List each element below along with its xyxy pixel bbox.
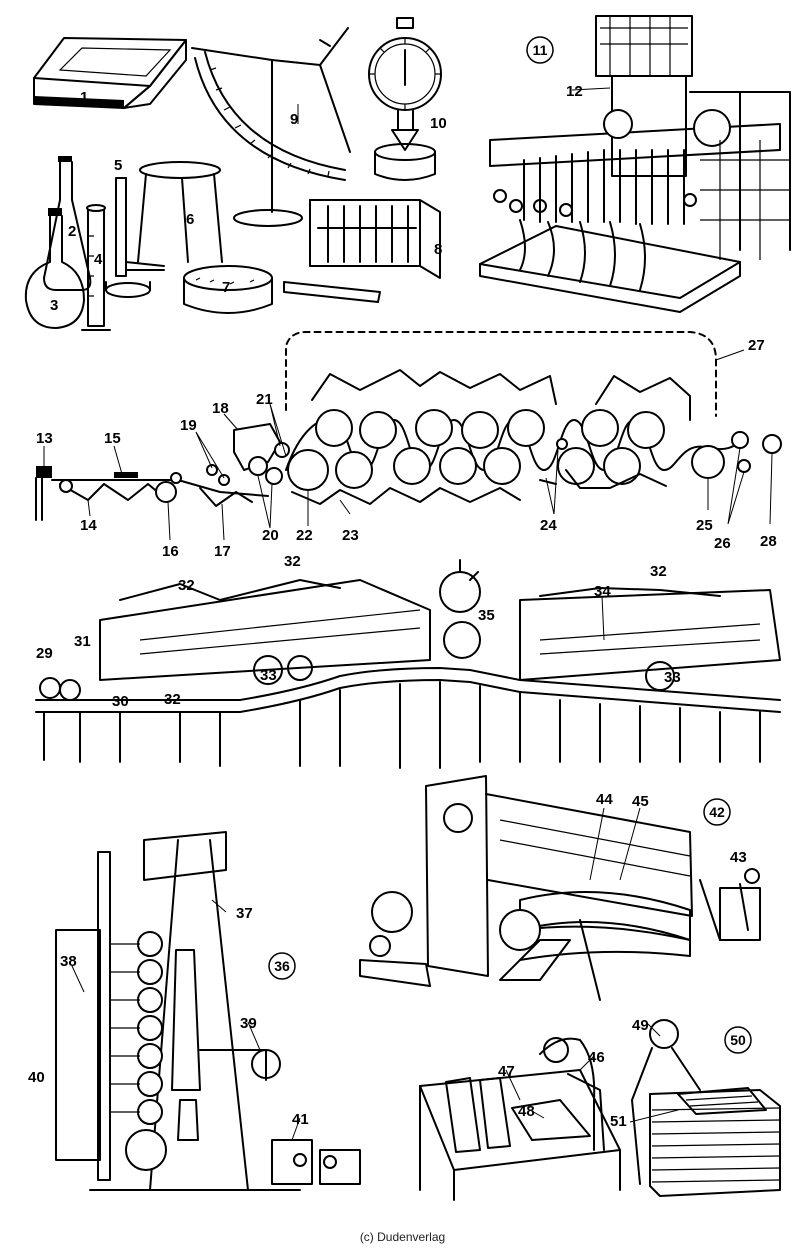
label-50-circled: 50	[724, 1026, 752, 1054]
leader-lines	[43, 87, 773, 1141]
label-6: 6	[186, 211, 194, 228]
label-28: 28	[760, 533, 777, 550]
label-1: 1	[80, 89, 88, 106]
figure-labels: 1 2 3 4 5 6 7 8 9 10 11 12 13 14 15 16 1…	[28, 36, 777, 1130]
label-43: 43	[730, 849, 747, 866]
label-21: 21	[256, 391, 273, 408]
balance-scale	[191, 27, 351, 227]
label-51: 51	[610, 1113, 627, 1130]
label-15: 15	[104, 430, 121, 447]
label-38: 38	[60, 953, 77, 970]
label-23: 23	[342, 527, 359, 544]
label-20: 20	[262, 527, 279, 544]
label-10: 10	[430, 115, 447, 132]
label-42: 42	[709, 804, 725, 820]
label-18: 18	[212, 400, 229, 417]
label-49: 49	[632, 1017, 649, 1034]
tripod-stand	[137, 161, 223, 263]
calender-rolls	[110, 931, 167, 1171]
label-13: 13	[36, 430, 53, 447]
label-50: 50	[730, 1032, 746, 1048]
label-33a: 33	[260, 667, 277, 684]
label-16: 16	[162, 543, 179, 560]
cross-cutter-machine	[359, 775, 761, 1001]
label-3: 3	[50, 297, 58, 314]
bunsen-burner	[105, 177, 165, 298]
erlenmeyer-flask	[43, 156, 92, 291]
label-41: 41	[292, 1111, 309, 1128]
label-11: 11	[533, 42, 548, 58]
label-33b: 33	[664, 669, 681, 686]
label-5: 5	[114, 157, 122, 174]
hand-papermaking-scene	[419, 1037, 621, 1201]
label-11-circled: 11	[526, 36, 554, 64]
label-40: 40	[28, 1069, 45, 1086]
dial-gauge	[368, 17, 442, 181]
label-32b: 32	[284, 553, 301, 570]
label-45: 45	[632, 793, 649, 810]
label-42-circled: 42	[703, 798, 731, 826]
label-36-circled: 36	[268, 952, 296, 980]
label-44: 44	[596, 791, 613, 808]
graduated-cylinder	[81, 204, 111, 331]
paper-machine-overview	[35, 559, 781, 769]
dryer-cylinders	[285, 369, 782, 505]
label-30: 30	[112, 693, 129, 710]
round-bottom-flask	[24, 208, 85, 329]
copyright-credit: (c) Dudenverlag	[359, 1230, 446, 1244]
label-14: 14	[80, 517, 97, 534]
label-26: 26	[714, 535, 731, 552]
label-22: 22	[296, 527, 313, 544]
label-17: 17	[214, 543, 231, 560]
label-29: 29	[36, 645, 53, 662]
label-39: 39	[240, 1015, 257, 1032]
label-32c: 32	[650, 563, 667, 580]
label-36: 36	[274, 958, 290, 974]
label-34: 34	[594, 583, 611, 600]
label-19: 19	[180, 417, 197, 434]
label-46: 46	[588, 1049, 605, 1066]
cylinder-row	[493, 149, 697, 291]
label-47: 47	[498, 1063, 515, 1080]
petri-dish	[183, 265, 273, 314]
label-2: 2	[68, 223, 76, 240]
sheet-mould-tray	[33, 37, 187, 109]
label-4: 4	[94, 251, 103, 268]
lab-equipment-panel	[24, 17, 442, 331]
paper-machine-schematic	[35, 331, 782, 521]
label-32d: 32	[164, 691, 181, 708]
label-37: 37	[236, 905, 253, 922]
label-25: 25	[696, 517, 713, 534]
paper-stack-scene	[631, 1019, 781, 1197]
label-9: 9	[290, 111, 298, 128]
label-8: 8	[434, 241, 442, 258]
label-35: 35	[478, 607, 495, 624]
label-7: 7	[222, 279, 230, 296]
calender-machine	[55, 831, 361, 1191]
test-tube-rack	[283, 199, 441, 303]
label-27: 27	[748, 337, 765, 354]
label-24: 24	[540, 517, 557, 534]
label-31: 31	[74, 633, 91, 650]
label-32a: 32	[178, 577, 195, 594]
label-48: 48	[518, 1103, 535, 1120]
pulping-plant-panel	[479, 15, 791, 313]
label-12: 12	[566, 83, 583, 100]
